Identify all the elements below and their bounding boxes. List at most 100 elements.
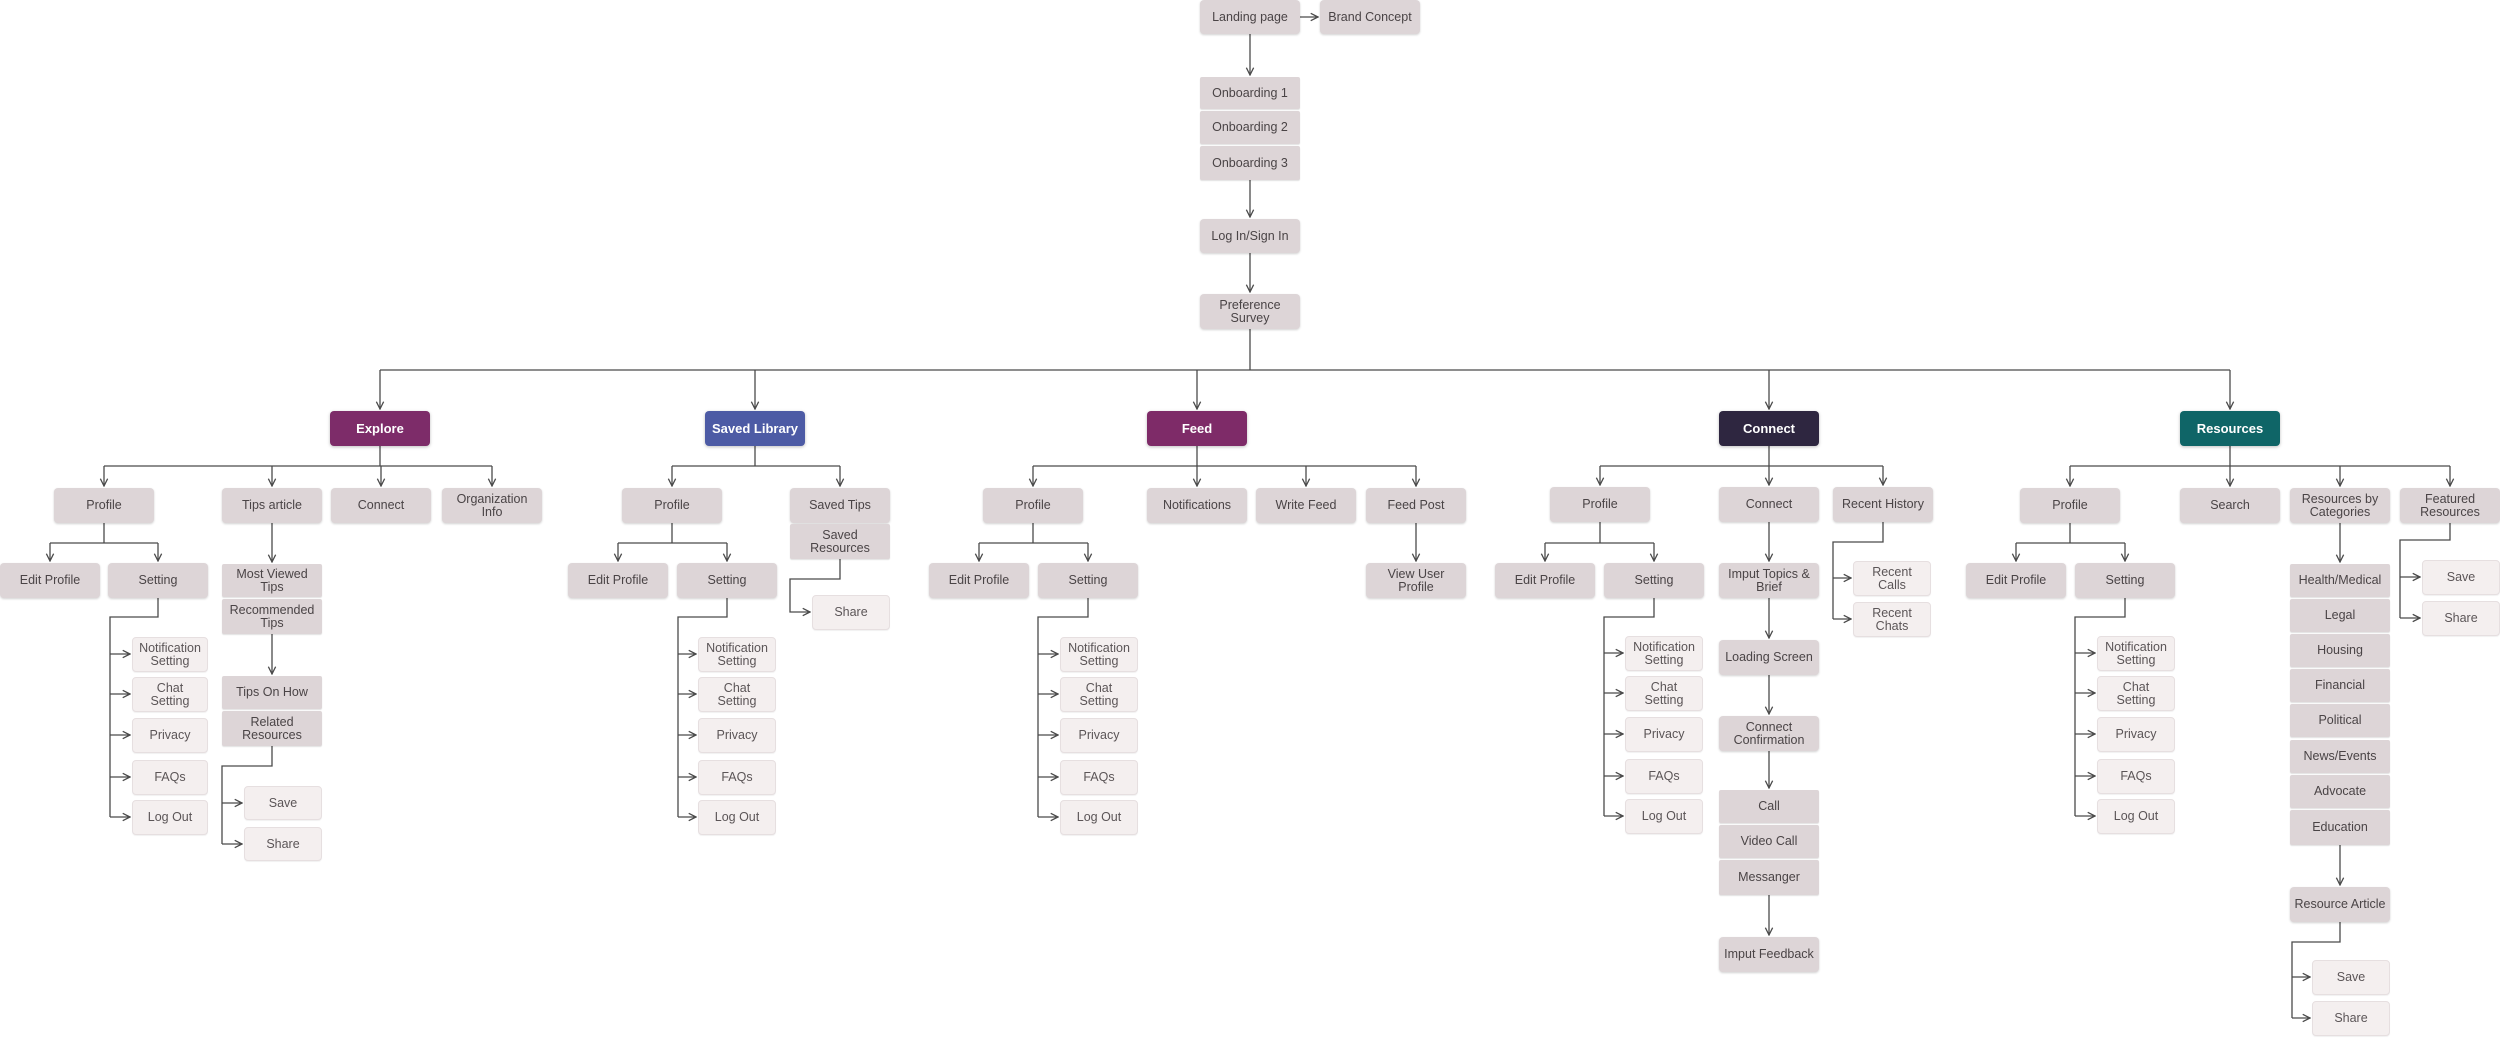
node-fd-logout: Log Out	[1060, 800, 1138, 835]
node-rs-art-save: Save	[2312, 960, 2390, 995]
node-rs-legal: Legal	[2290, 599, 2390, 632]
node-rs-edit-profile: Edit Profile	[1966, 563, 2066, 598]
node-ex-org-info: Organization Info	[442, 488, 542, 523]
node-sl-setting: Setting	[677, 563, 777, 598]
node-rs-featured: Featured Resources	[2400, 488, 2500, 523]
node-ex-logout: Log Out	[132, 800, 208, 835]
node-rs-chat: Chat Setting	[2097, 676, 2175, 711]
node-cn-loading: Loading Screen	[1719, 640, 1819, 675]
connector-line	[677, 598, 728, 817]
node-onboarding3: Onboarding 3	[1200, 146, 1300, 180]
node-sl-logout: Log Out	[698, 800, 776, 835]
node-rs-privacy: Privacy	[2097, 717, 2175, 752]
node-cn-call: Call	[1719, 790, 1819, 823]
node-ex-notif: Notification Setting	[132, 637, 208, 672]
node-cn-confirmation: Connect Confirmation	[1719, 716, 1819, 751]
node-sl-saved-tips: Saved Tips	[790, 488, 890, 523]
node-fd-setting: Setting	[1038, 563, 1138, 598]
node-sl-saved-resources: Saved Resources	[790, 524, 890, 559]
node-cn-input-topics: Imput Topics & Brief	[1719, 563, 1819, 598]
node-rs-health: Health/Medical	[2290, 564, 2390, 597]
node-ex-share: Share	[244, 827, 322, 861]
node-cn-profile: Profile	[1550, 487, 1650, 522]
node-fd-profile: Profile	[983, 488, 1083, 523]
node-rs-advocate: Advocate	[2290, 775, 2390, 808]
connector-line	[2291, 922, 2341, 1018]
connector-line	[2074, 598, 2126, 816]
connector-line	[1603, 598, 1655, 816]
node-landing: Landing page	[1200, 0, 1300, 34]
node-sl-privacy: Privacy	[698, 718, 776, 753]
node-cn-privacy: Privacy	[1625, 717, 1703, 752]
node-ex-recommended: Recommended Tips	[222, 599, 322, 634]
connector-line	[1832, 522, 1884, 619]
connector-line	[2399, 523, 2451, 618]
node-fd-notifications: Notifications	[1147, 488, 1247, 523]
node-ex-edit-profile: Edit Profile	[0, 563, 100, 598]
node-fd-feed-post: Feed Post	[1366, 488, 1466, 523]
node-cn-setting: Setting	[1604, 563, 1704, 598]
node-ex-connect: Connect	[331, 488, 431, 523]
node-rs-housing: Housing	[2290, 634, 2390, 667]
node-onboarding2: Onboarding 2	[1200, 111, 1300, 144]
node-sl-chat: Chat Setting	[698, 677, 776, 712]
node-cn-recent-history: Recent History	[1833, 487, 1933, 522]
node-explore: Explore	[330, 411, 430, 446]
node-cn-recent-calls: Recent Calls	[1853, 561, 1931, 596]
node-fd-privacy: Privacy	[1060, 718, 1138, 753]
node-survey: Preference Survey	[1200, 294, 1300, 329]
node-rs-political: Political	[2290, 704, 2390, 737]
node-connect: Connect	[1719, 411, 1819, 446]
node-rs-art-share: Share	[2312, 1001, 2390, 1036]
node-ex-profile: Profile	[54, 488, 154, 523]
node-rs-notif: Notification Setting	[2097, 636, 2175, 671]
node-ex-tips-article: Tips article	[222, 488, 322, 523]
node-rs-news: News/Events	[2290, 740, 2390, 773]
node-cn-logout: Log Out	[1625, 799, 1703, 834]
node-fd-notif: Notification Setting	[1060, 637, 1138, 672]
node-cn-faqs: FAQs	[1625, 759, 1703, 794]
node-cn-video-call: Video Call	[1719, 825, 1819, 858]
node-feed: Feed	[1147, 411, 1247, 446]
node-login: Log In/Sign In	[1200, 219, 1300, 253]
node-sl-share: Share	[812, 595, 890, 630]
node-rs-search: Search	[2180, 488, 2280, 523]
node-onboarding1: Onboarding 1	[1200, 77, 1300, 109]
node-sl-profile: Profile	[622, 488, 722, 523]
node-ex-setting: Setting	[108, 563, 208, 598]
node-resources: Resources	[2180, 411, 2280, 446]
node-cn-chat: Chat Setting	[1625, 676, 1703, 711]
node-sl-edit-profile: Edit Profile	[568, 563, 668, 598]
node-sl-notif: Notification Setting	[698, 637, 776, 672]
node-cn-connect: Connect	[1719, 487, 1819, 522]
node-fd-faqs: FAQs	[1060, 760, 1138, 795]
node-rs-financial: Financial	[2290, 669, 2390, 702]
connector-line	[109, 598, 159, 817]
node-fd-chat: Chat Setting	[1060, 677, 1138, 712]
node-fd-write-feed: Write Feed	[1256, 488, 1356, 523]
node-ex-save: Save	[244, 786, 322, 820]
node-ex-chat: Chat Setting	[132, 677, 208, 712]
node-rs-by-categories: Resources by Categories	[2290, 488, 2390, 523]
node-rs-feat-share: Share	[2422, 601, 2500, 636]
node-saved-library: Saved Library	[705, 411, 805, 446]
node-fd-edit-profile: Edit Profile	[929, 563, 1029, 598]
node-cn-messenger: Messanger	[1719, 860, 1819, 895]
node-ex-privacy: Privacy	[132, 718, 208, 753]
connector-line	[221, 746, 273, 844]
node-rs-education: Education	[2290, 810, 2390, 845]
node-rs-article: Resource Article	[2290, 887, 2390, 922]
node-ex-related: Related Resources	[222, 711, 322, 746]
node-rs-faqs: FAQs	[2097, 759, 2175, 794]
node-rs-logout: Log Out	[2097, 799, 2175, 834]
node-ex-faqs: FAQs	[132, 760, 208, 795]
node-sl-faqs: FAQs	[698, 760, 776, 795]
node-ex-most-viewed: Most Viewed Tips	[222, 564, 322, 597]
node-rs-profile: Profile	[2020, 488, 2120, 523]
node-cn-input-feedback: Imput Feedback	[1719, 937, 1819, 972]
connector-line	[789, 559, 841, 612]
node-brand: Brand Concept	[1320, 0, 1420, 34]
node-ex-tips-on-how: Tips On How	[222, 676, 322, 709]
node-rs-setting: Setting	[2075, 563, 2175, 598]
